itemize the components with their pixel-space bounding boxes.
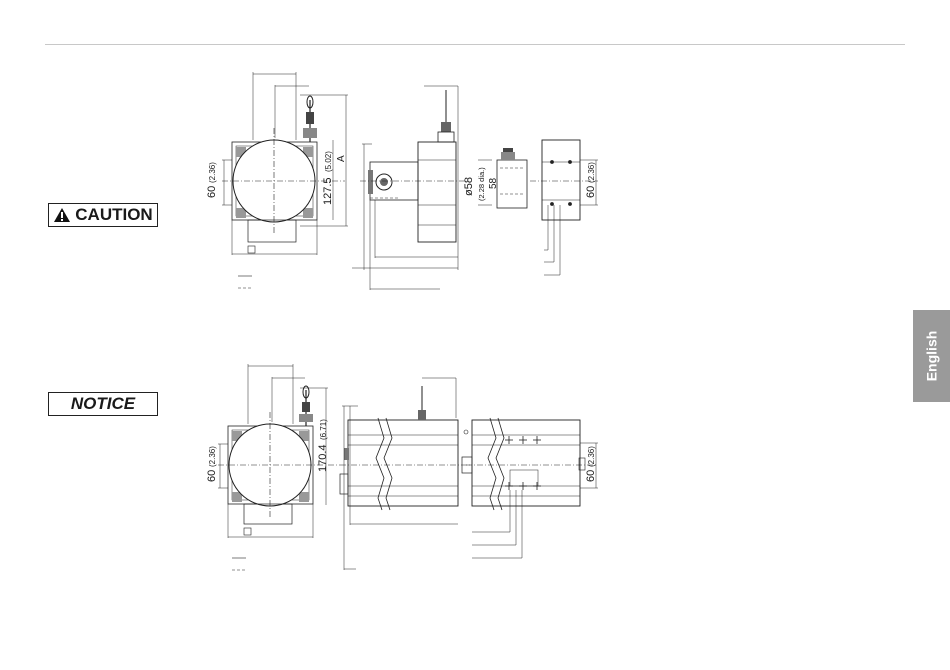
bottom-front-height-label: 60 xyxy=(206,470,218,482)
top-side-view xyxy=(352,86,470,290)
top-dim-a-label: A xyxy=(336,155,347,162)
top-dia2-label: 58 xyxy=(488,177,499,189)
bottom-rear-view xyxy=(466,418,598,558)
top-rear-height-inch: (2.36) xyxy=(587,162,596,183)
bottom-side-view xyxy=(340,378,472,570)
bottom-rear-height-inch: (2.36) xyxy=(587,446,596,467)
top-front-height-inch: (2.36) xyxy=(208,162,217,183)
top-cable-length-label: 127.5 xyxy=(322,177,334,205)
bottom-cable-length-label: 170.4 xyxy=(317,444,329,472)
top-rear-height-label: 60 xyxy=(585,186,597,198)
bottom-rear-height-label: 60 xyxy=(585,470,597,482)
top-dia-inch: (2.28 dia.) xyxy=(477,167,486,201)
bottom-front-height-inch: (2.36) xyxy=(208,446,217,467)
top-rear-view xyxy=(478,140,598,275)
top-front-height-label: 60 xyxy=(206,186,218,198)
top-cable-length-inch: (5.02) xyxy=(324,151,333,172)
top-dia-label: ø58 xyxy=(463,177,475,196)
bottom-cable-length-inch: (6.71) xyxy=(319,419,328,440)
